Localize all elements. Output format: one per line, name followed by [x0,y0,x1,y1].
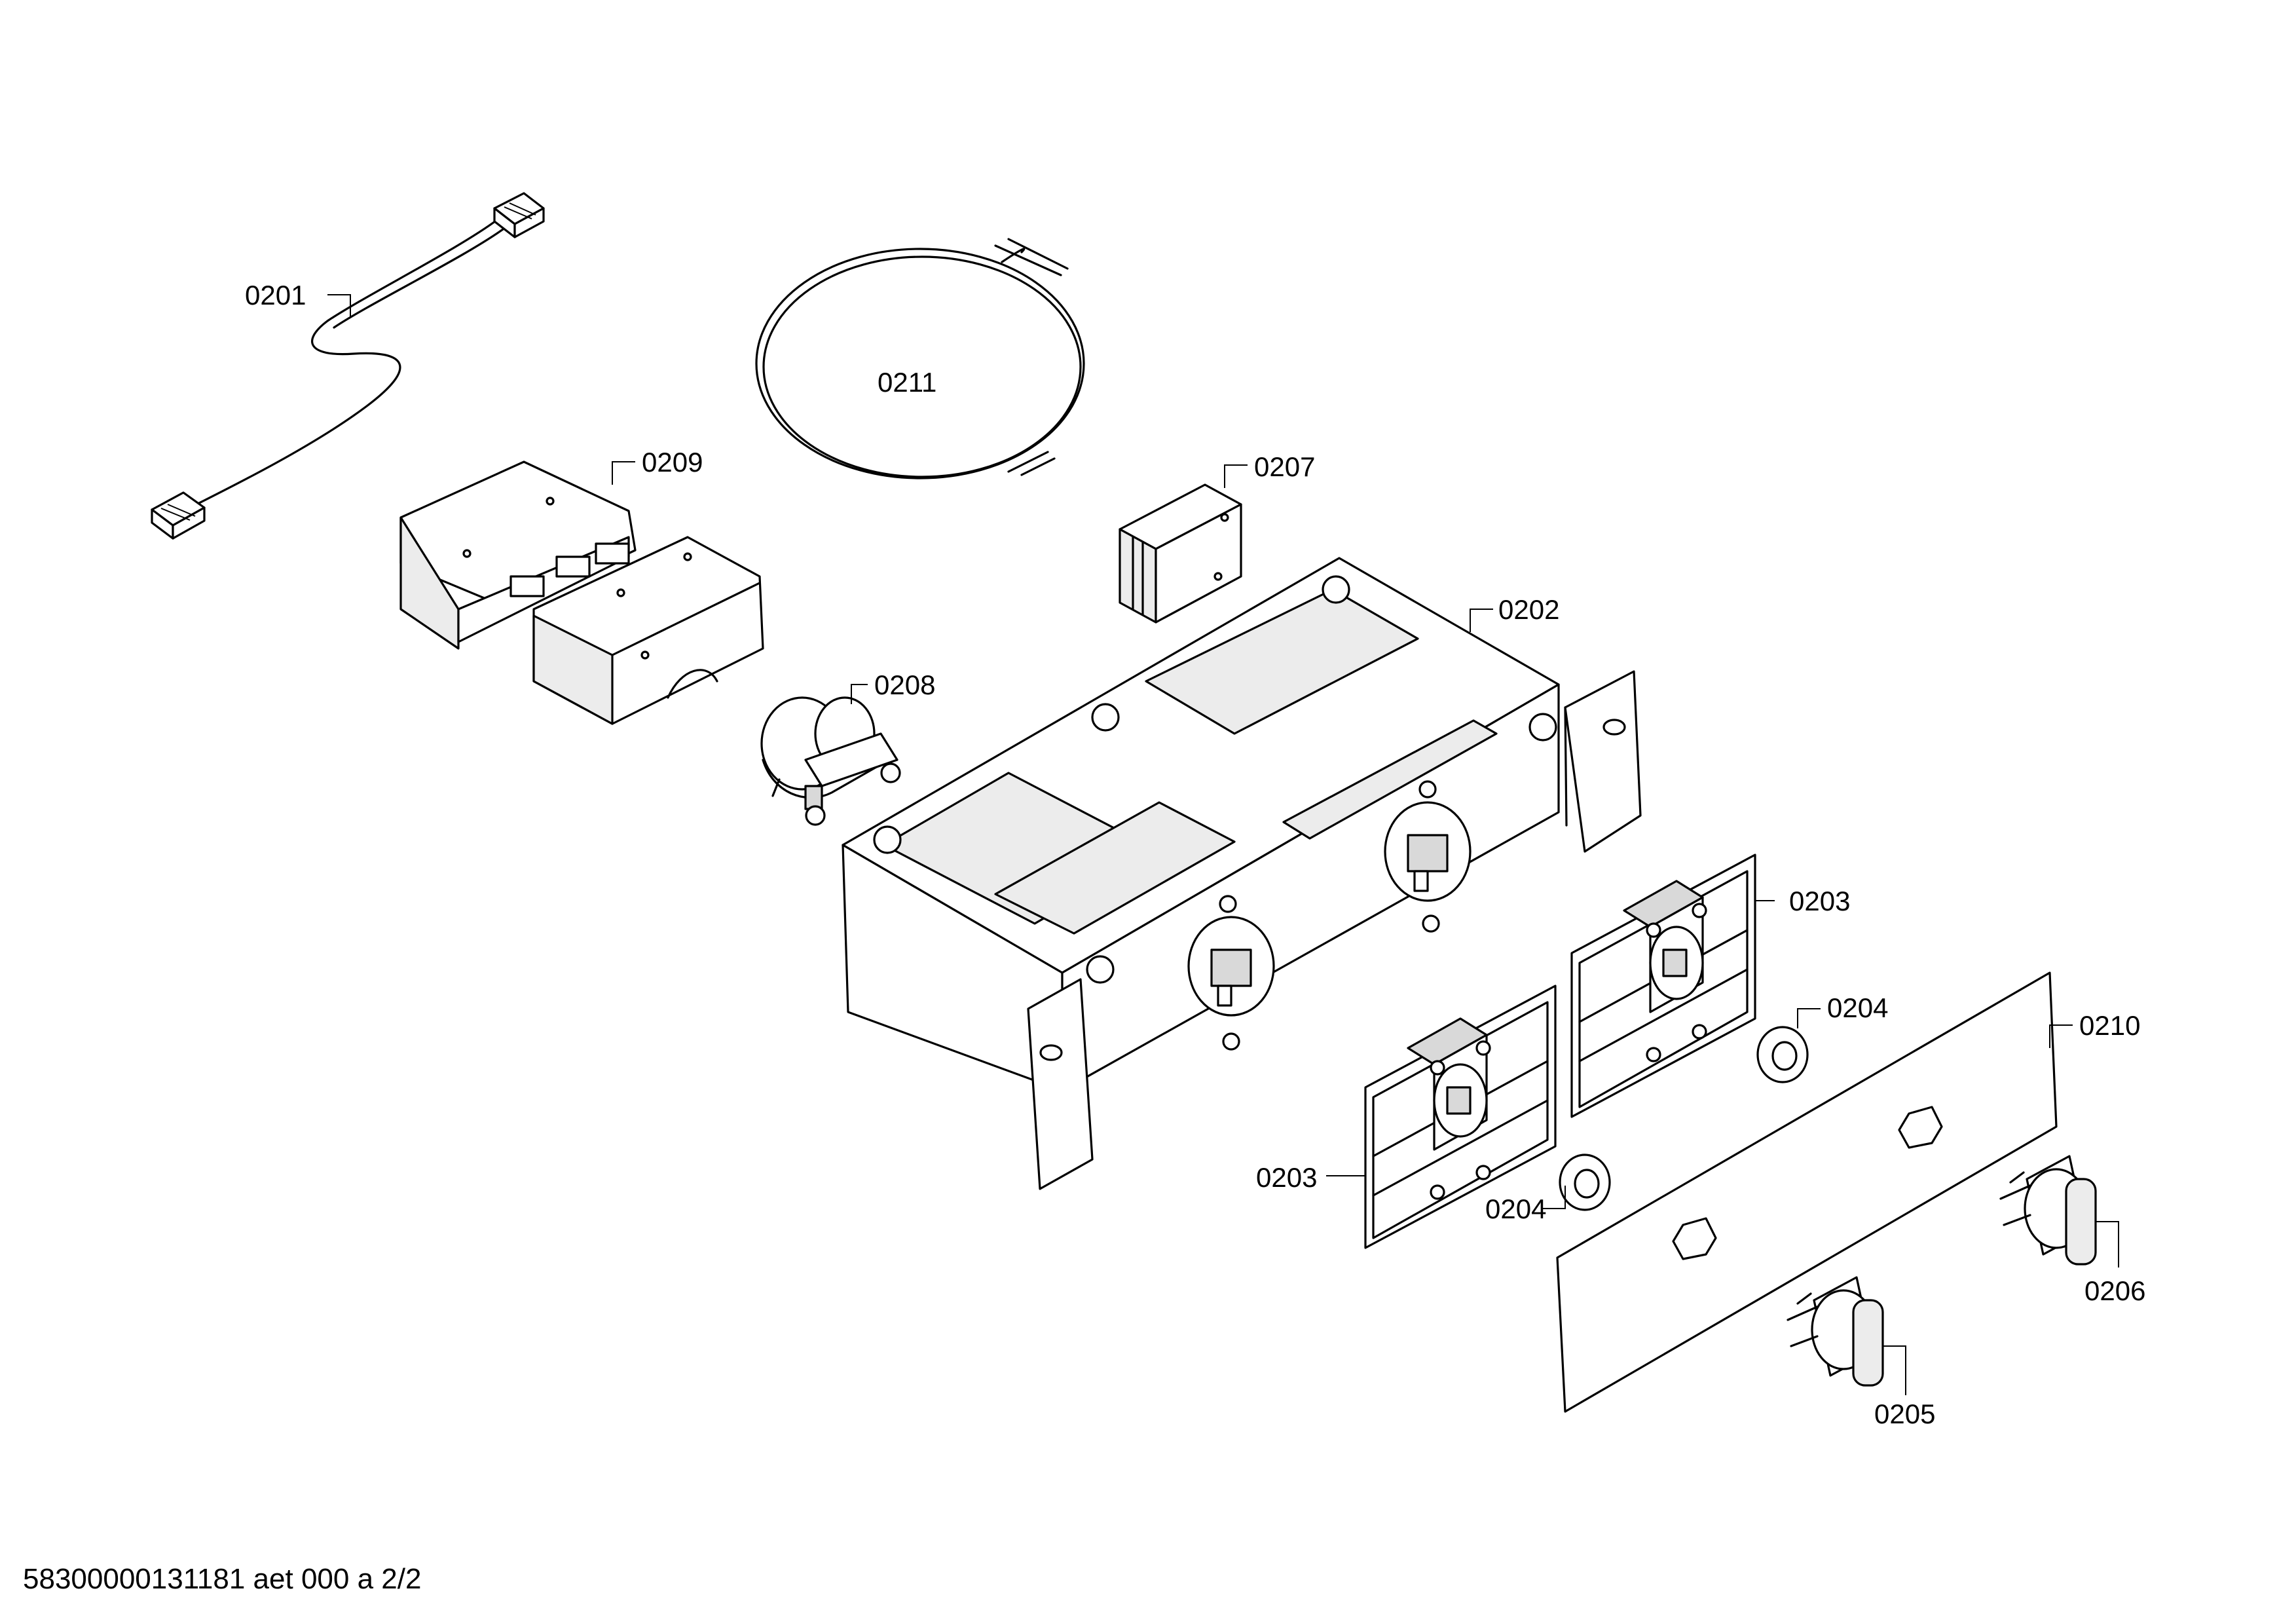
part-0202-housing[interactable] [842,557,1642,1190]
label-0203-right: 0203 [1789,886,1850,916]
part-0209-relay-block[interactable] [399,460,764,725]
label-0210: 0210 [2079,1010,2140,1041]
label-0211: 0211 [878,367,936,398]
switch-unit-right-icon [1623,880,1707,1062]
document-id: 58300000131181 aet 000 a 2/2 [23,1563,421,1595]
label-0202: 0202 [1498,594,1559,625]
part-0210-panel[interactable] [1556,971,2058,1413]
label-0205: 0205 [1874,1398,1935,1429]
label-0208: 0208 [874,669,935,700]
leader-lines [327,294,2119,1395]
part-0208-clamp[interactable] [760,696,901,826]
label-0204-upper: 0204 [1827,992,1888,1023]
connector-bottom-icon [151,491,206,540]
label-0201: 0201 [245,280,306,310]
switch-left-icon [1210,948,1252,1007]
label-0209: 0209 [642,447,703,478]
label-0203-left: 0203 [1256,1162,1317,1193]
label-0204-lower: 0204 [1485,1193,1546,1224]
part-0211-wire-loop[interactable] [755,238,1085,479]
part-0203-frame-right[interactable] [1570,854,1756,1118]
label-0207: 0207 [1254,451,1315,482]
part-0207-box[interactable] [1119,483,1242,624]
part-0203-frame-left[interactable] [1364,985,1557,1249]
part-0206-knob[interactable] [1999,1155,2097,1266]
part-0201-cable[interactable] [151,192,545,540]
part-0204-washer-lower[interactable] [1559,1154,1611,1211]
switch-right-icon [1407,834,1449,892]
part-0204-washer-upper[interactable] [1756,1026,1809,1083]
label-0206: 0206 [2084,1275,2145,1306]
connector-top-icon [493,192,545,238]
part-0205-knob[interactable] [1787,1276,1884,1387]
switch-unit-left-icon [1407,1017,1491,1200]
